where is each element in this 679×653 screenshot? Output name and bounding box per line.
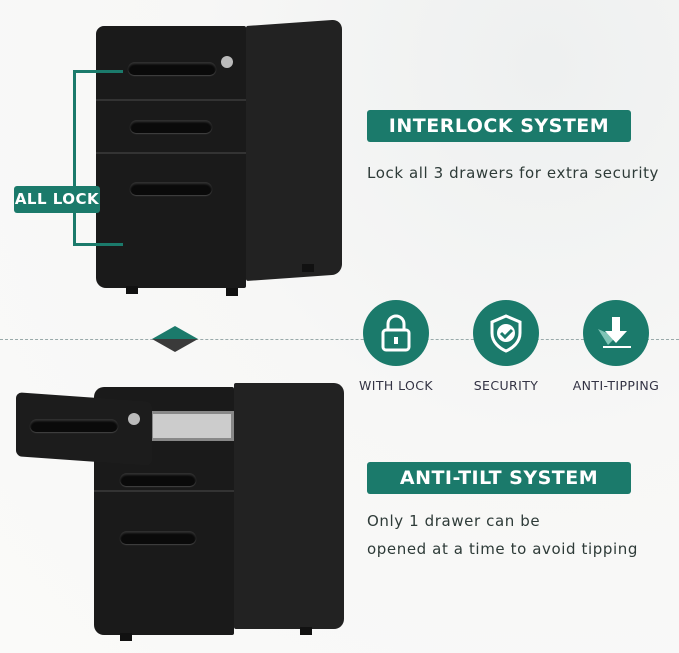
key-lock-icon [128,413,140,425]
anti-tilt-description-line1: Only 1 drawer can be [367,512,541,530]
lock-icon [381,314,411,352]
all-lock-bracket [73,70,123,246]
anti-tilt-title: ANTI-TILT SYSTEM [367,462,631,494]
interlock-title: INTERLOCK SYSTEM [367,110,631,142]
all-lock-callout: ALL LOCK [14,186,100,213]
cabinet-open-drawer-image [10,383,346,643]
anti-tipping-icon [598,317,631,348]
key-lock-icon [221,56,233,68]
cabinet-closed-image [96,19,342,296]
interlock-description: Lock all 3 drawers for extra security [367,164,660,182]
feature-anti-tipping: ANTI-TIPPING [561,300,671,393]
feature-security: SECURITY [451,300,561,393]
section-divider [0,339,679,340]
feature-with-lock: WITH LOCK [341,300,451,393]
shield-check-icon [490,314,522,353]
divider-diamond-icon [152,326,198,352]
anti-tilt-description-line2: opened at a time to avoid tipping [367,540,639,558]
